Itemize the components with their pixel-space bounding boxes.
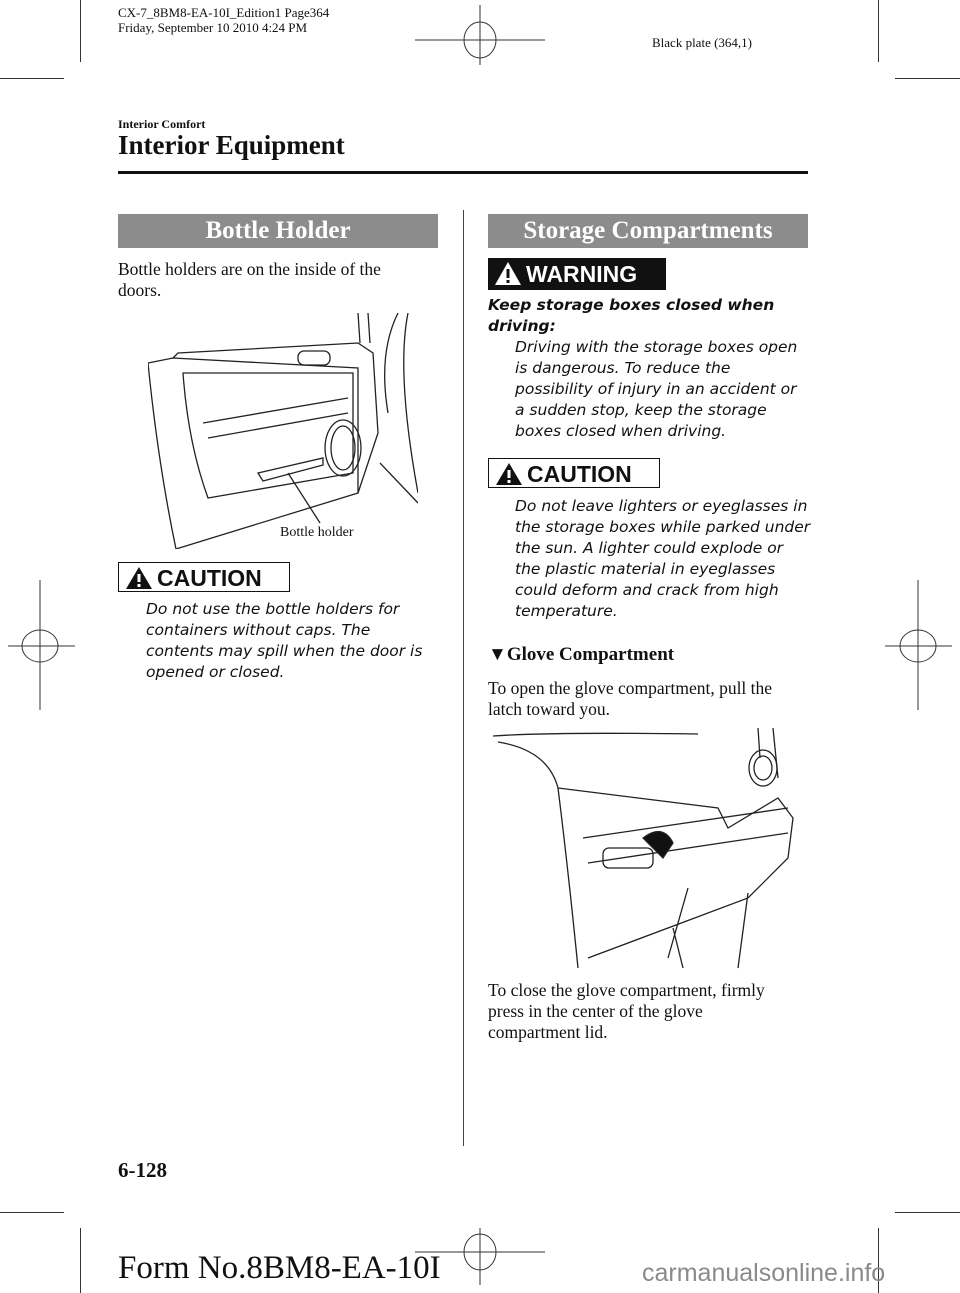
- title-rule: [118, 171, 808, 174]
- registration-mark-icon: [8, 580, 75, 710]
- caution-line: opened or closed.: [146, 663, 285, 681]
- caution-line: could deform and crack from high: [515, 581, 779, 599]
- warning-triangle-icon: [496, 463, 522, 485]
- triangle-down-icon: ▼: [488, 644, 507, 665]
- warning-title-line: Keep storage boxes closed when: [488, 296, 775, 314]
- crop-mark: [895, 1212, 960, 1213]
- section-label: Interior Comfort: [118, 117, 206, 131]
- registration-mark-icon: [885, 580, 952, 710]
- crop-mark: [80, 1228, 81, 1293]
- crop-mark: [80, 0, 81, 62]
- plate-info: Black plate (364,1): [652, 35, 752, 50]
- warning-line: is dangerous. To reduce the: [515, 359, 731, 377]
- glove-compartment-illustration: [492, 728, 794, 969]
- figure-label: Bottle holder: [280, 525, 354, 540]
- glove-compartment-subheading: ▼Glove Compartment: [488, 644, 674, 666]
- storage-compartments-heading: Storage Compartments: [488, 214, 808, 248]
- warning-label: WARNING: [526, 261, 638, 287]
- caution-line: Do not use the bottle holders for: [146, 600, 400, 618]
- crop-mark: [895, 78, 960, 79]
- warning-line: boxes closed when driving.: [515, 422, 727, 440]
- close-line: To close the glove compartment, firmly: [488, 980, 765, 1000]
- crop-mark: [878, 1228, 879, 1293]
- caution-line: temperature.: [515, 602, 618, 620]
- form-number: Form No.8BM8-EA-10I: [118, 1250, 441, 1286]
- warning-line: Driving with the storage boxes open: [515, 338, 798, 356]
- crop-mark: [0, 1212, 64, 1213]
- page-number: 6-128: [118, 1158, 167, 1182]
- bottle-holder-heading: Bottle Holder: [118, 214, 438, 248]
- crop-mark: [0, 78, 64, 79]
- watermark: carmanualsonline.info: [642, 1259, 886, 1287]
- caution-line: containers without caps. The: [146, 621, 371, 639]
- warning-triangle-icon: [495, 262, 521, 285]
- crop-mark: [878, 0, 879, 62]
- caution-label: CAUTION: [527, 461, 632, 487]
- print-meta-line1: CX-7_8BM8-EA-10I_Edition1 Page364: [118, 5, 330, 20]
- caution-box: CAUTION: [118, 562, 290, 592]
- caution-label: CAUTION: [157, 565, 262, 591]
- caution-line: the storage boxes while parked under: [515, 518, 811, 536]
- caution-line: Do not leave lighters or eyeglasses in: [515, 497, 808, 515]
- warning-line: a sudden stop, keep the storage: [515, 401, 767, 419]
- caution-line: contents may spill when the door is: [146, 642, 423, 660]
- registration-mark-icon: [415, 5, 545, 65]
- door-bottle-holder-illustration: [148, 313, 418, 549]
- open-line: latch toward you.: [488, 699, 610, 719]
- warning-title-line: driving:: [488, 317, 556, 335]
- subheading-text: Glove Compartment: [506, 644, 675, 665]
- column-divider: [463, 210, 464, 1146]
- warning-triangle-icon: [126, 567, 152, 589]
- caution-line: the plastic material in eyeglasses: [515, 560, 776, 578]
- caution-line: the sun. A lighter could explode or: [515, 539, 784, 557]
- close-line: press in the center of the glove: [488, 1001, 703, 1021]
- print-meta-line2: Friday, September 10 2010 4:24 PM: [118, 20, 308, 35]
- intro-line: Bottle holders are on the inside of the: [118, 259, 381, 279]
- caution-box: CAUTION: [488, 458, 660, 488]
- warning-line: possibility of injury in an accident or: [515, 380, 797, 398]
- warning-box: WARNING: [488, 258, 666, 290]
- page-title: Interior Equipment: [118, 130, 345, 160]
- intro-line: doors.: [118, 280, 162, 300]
- open-line: To open the glove compartment, pull the: [488, 678, 773, 698]
- close-line: compartment lid.: [488, 1022, 608, 1042]
- registration-mark-icon: [415, 1228, 545, 1285]
